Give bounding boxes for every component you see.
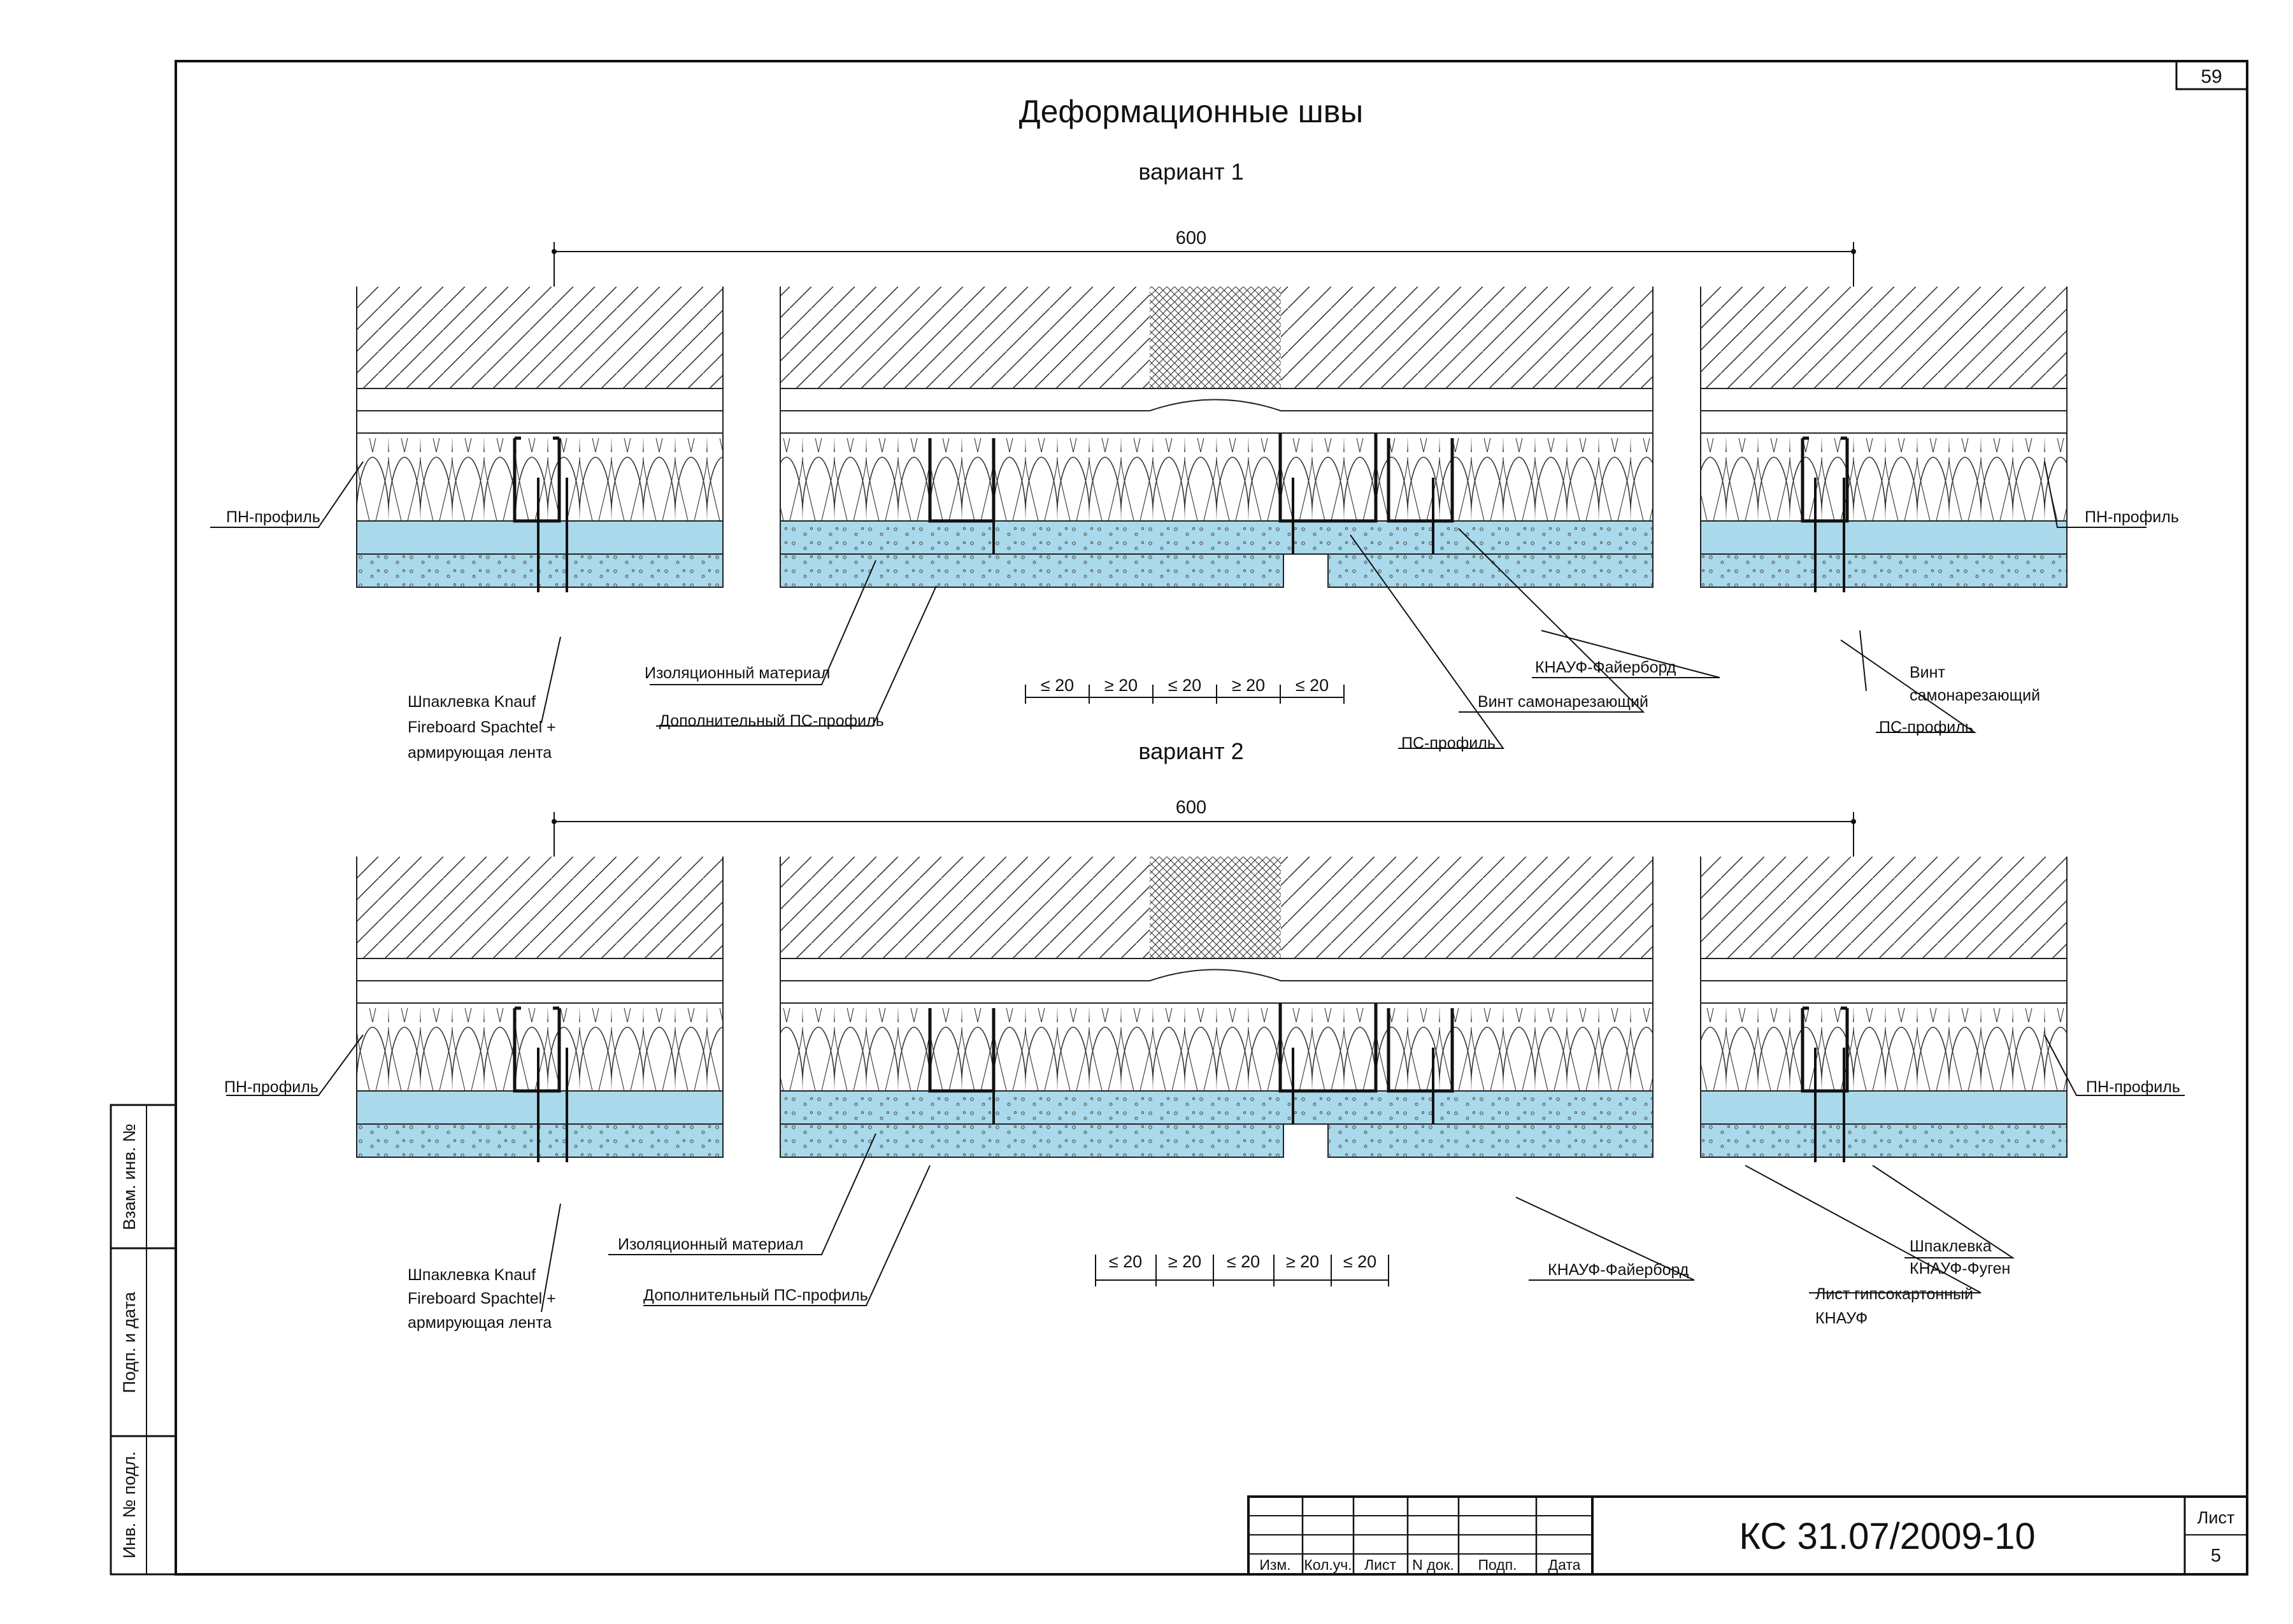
variant2-label-pn-right: ПН-профиль — [2086, 1078, 2180, 1096]
tb-header-podp: Подп. — [1478, 1556, 1517, 1573]
sheet-number: 5 — [2211, 1546, 2221, 1566]
variant1-label-ps: ПС-профиль — [1401, 734, 1496, 752]
variant1-gap-5: ≤ 20 — [1296, 676, 1329, 695]
variant1-label-pn-left: ПН-профиль — [226, 508, 320, 526]
variant1-label-fireboard: КНАУФ-Файерборд — [1535, 659, 1676, 676]
variant2-label-pn-left: ПН-профиль — [224, 1078, 318, 1096]
tb-header-izm: Изм. — [1259, 1556, 1290, 1573]
variant1-label-putty-1: Шпаклевка Knauf — [408, 693, 536, 711]
variant1-label-screw-r2: самонарезающий — [1910, 687, 2040, 704]
variant1-label-putty-3: армирующая лента — [408, 744, 552, 762]
variant2-section — [357, 857, 2067, 1162]
document-code: КС 31.07/2009-10 — [1739, 1516, 2035, 1557]
variant2-label-extra-ps: Дополнительный ПС-профиль — [643, 1286, 868, 1304]
stamp-sign-date: Подп. и дата — [120, 1291, 139, 1393]
stamp-replace-inv: Взам. инв. № — [120, 1123, 139, 1230]
variant2-heading: вариант 2 — [1138, 738, 1243, 764]
side-stamp: Взам. инв. № Подп. и дата Инв. № подл. — [110, 1104, 177, 1576]
tb-header-koluch: Кол.уч. — [1304, 1556, 1352, 1573]
variant1-gap-1: ≤ 20 — [1041, 676, 1074, 695]
variant2-gap-dims: ≤ 20 ≥ 20 ≤ 20 ≥ 20 ≤ 20 — [1095, 1252, 1389, 1286]
variant1-label-pn-right: ПН-профиль — [2085, 508, 2179, 526]
variant2-gap-1: ≤ 20 — [1109, 1252, 1142, 1271]
variant2-gap-5: ≤ 20 — [1343, 1252, 1376, 1271]
variant2-leaders — [226, 1034, 2185, 1313]
variant2-label-fugen-1: Шпаклевка — [1910, 1237, 1992, 1255]
stamp-orig-inv: Инв. № подл. — [120, 1451, 139, 1558]
variant1-heading: вариант 1 — [1138, 159, 1243, 185]
variant1-label-insulation: Изоляционный материал — [645, 664, 830, 682]
variant2-label-gkl-1: Лист гипсокартонный — [1815, 1285, 1973, 1303]
variant2-label-gkl-2: КНАУФ — [1815, 1309, 1868, 1327]
variant1-label-putty-2: Fireboard Spachtel + — [408, 718, 556, 736]
tb-header-list: Лист — [1364, 1556, 1396, 1573]
variant1-span-value: 600 — [1176, 228, 1206, 248]
variant1-gap-dims: ≤ 20 ≥ 20 ≤ 20 ≥ 20 ≤ 20 — [1025, 676, 1345, 704]
variant1-label-screw: Винт самонарезающий — [1478, 693, 1648, 711]
variant1-gap-2: ≥ 20 — [1104, 676, 1138, 695]
variant1-leaders — [210, 461, 2147, 749]
page-title: Деформационные швы — [1019, 94, 1363, 129]
variant2-label-insulation: Изоляционный материал — [618, 1236, 803, 1253]
variant2-label-fireboard: КНАУФ-Файерборд — [1548, 1261, 1689, 1279]
variant2-span-value: 600 — [1176, 797, 1206, 818]
drawing-frame — [175, 60, 2248, 1576]
variant1-section — [357, 287, 2067, 592]
tb-header-ndok: N док. — [1412, 1556, 1454, 1573]
variant1-label-extra-ps: Дополнительный ПС-профиль — [659, 712, 884, 730]
page-number-box: 59 — [2175, 60, 2248, 90]
variant1-gap-3: ≤ 20 — [1168, 676, 1201, 695]
variant1-label-screw-r1: Винт — [1910, 664, 1945, 681]
variant2-gap-3: ≤ 20 — [1227, 1252, 1260, 1271]
variant2-label-putty-3: армирующая лента — [408, 1314, 552, 1332]
variant2-span-dimension: 600 — [552, 797, 1856, 857]
variant2-label-putty-1: Шпаклевка Knauf — [408, 1266, 536, 1284]
variant1-label-ps-r: ПС-профиль — [1879, 718, 1973, 736]
title-block: Изм. Кол.уч. Лист N док. Подп. Дата КС 3… — [1247, 1495, 2248, 1576]
variant2-gap-2: ≥ 20 — [1168, 1252, 1201, 1271]
page-number: 59 — [2201, 66, 2222, 87]
variant1-span-dimension: 600 — [552, 228, 1856, 287]
variant2-gap-4: ≥ 20 — [1286, 1252, 1319, 1271]
tb-header-data: Дата — [1548, 1556, 1581, 1573]
variant2-label-putty-2: Fireboard Spachtel + — [408, 1290, 556, 1307]
sheet-label: Лист — [2197, 1508, 2235, 1527]
variant2-label-fugen-2: КНАУФ-Фуген — [1910, 1260, 2010, 1278]
variant1-gap-4: ≥ 20 — [1232, 676, 1265, 695]
